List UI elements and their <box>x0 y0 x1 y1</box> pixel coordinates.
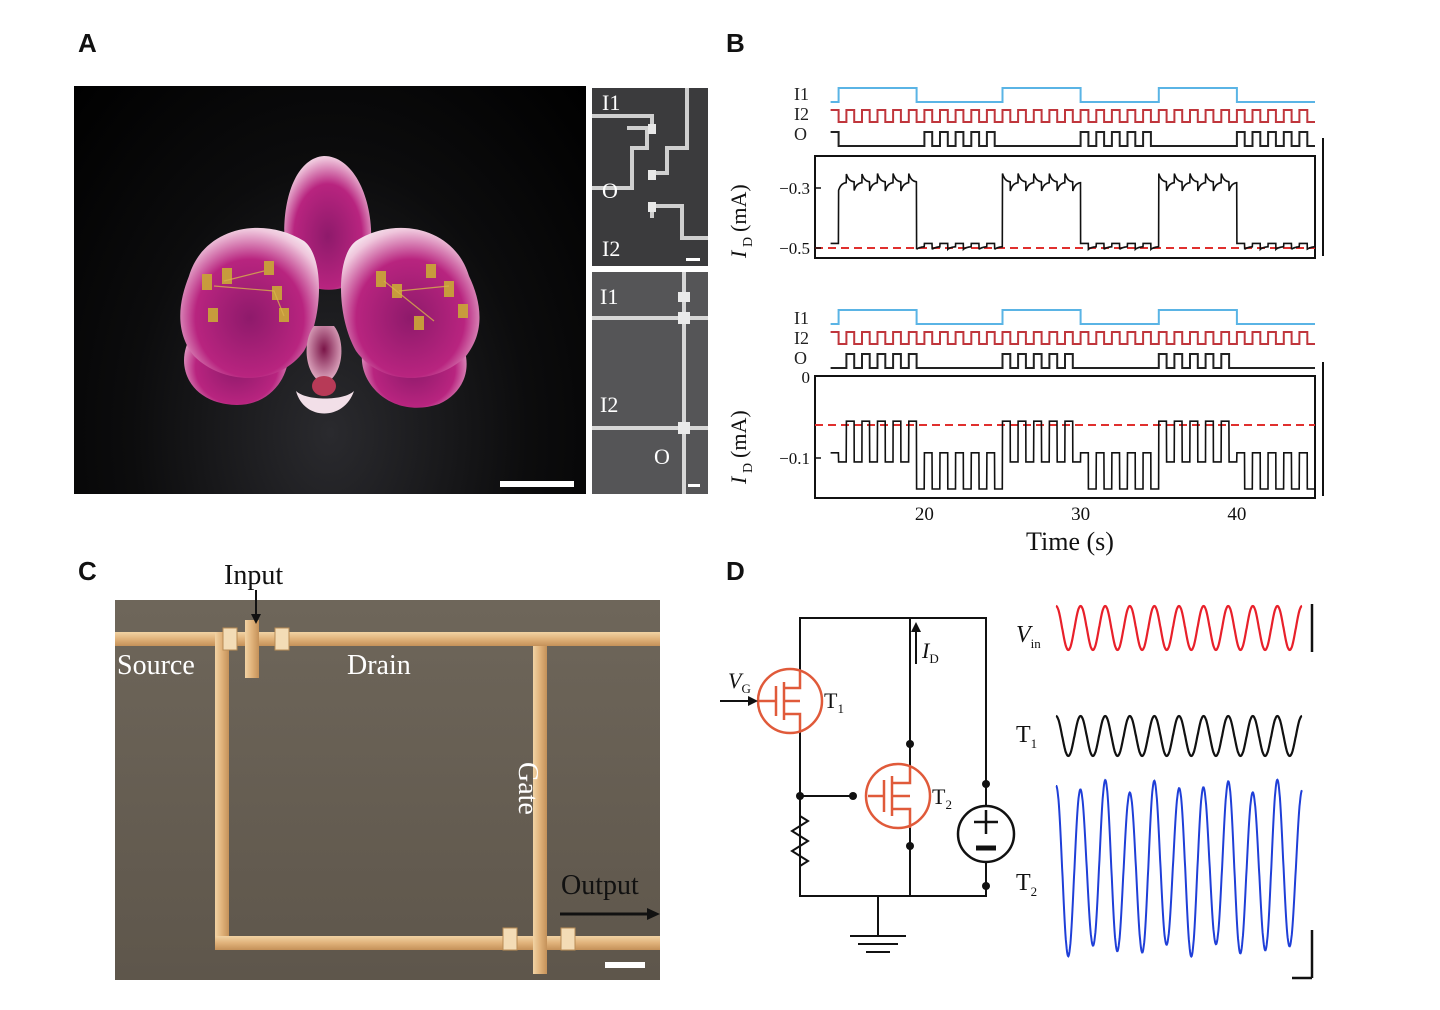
inset-top-label-o: O <box>602 178 618 203</box>
svg-text:(mA): (mA) <box>726 184 751 232</box>
scale-bar <box>686 258 700 261</box>
trace-label-i1-bottom: I1 <box>794 308 809 328</box>
label-vg: VG <box>728 668 751 696</box>
trace-i1-bottom <box>830 309 1315 325</box>
id-trace-bottom <box>830 420 1315 490</box>
y-tick-bottom-1: 0 <box>802 368 811 387</box>
svg-text:D: D <box>741 463 756 473</box>
label-trace-t2: T2 <box>1016 870 1037 899</box>
circuit-schematic: VG T1 T2 ID <box>720 617 1016 953</box>
x-tick-40: 40 <box>1227 504 1246 525</box>
label-drain: Drain <box>347 650 411 681</box>
trace-label-o-top: O <box>794 124 807 144</box>
x-axis-label: Time (s) <box>1026 527 1114 556</box>
chart-top-group: I1 I2 O −0.3 −0.5 I D (mA) <box>726 84 1324 259</box>
inset-micrograph-bottom: I1 I2 O <box>592 272 708 494</box>
inset-bottom-label-o: O <box>654 444 670 469</box>
label-input: Input <box>224 560 284 591</box>
plot-frame-top <box>814 155 1316 259</box>
trace-o-bottom <box>830 353 1315 369</box>
id-trace-top <box>830 173 1316 252</box>
label-id: ID <box>921 638 939 666</box>
y-axis-label-top: I D (mA) <box>726 184 756 259</box>
panel-b-chart: I1 I2 O −0.3 −0.5 I D (mA) I1 I2 O 0 −0.… <box>726 84 1324 556</box>
svg-text:I: I <box>726 475 751 485</box>
input-arrow-icon <box>251 590 261 624</box>
waveform-t1 <box>1055 714 1303 758</box>
x-axis-ticks: 20 30 40 <box>915 504 1247 525</box>
trace-label-o-bottom: O <box>794 348 807 368</box>
inset-top-label-i1: I1 <box>602 90 621 115</box>
device-micrograph: Source Drain Gate Output <box>115 600 660 980</box>
svg-text:(mA): (mA) <box>726 410 751 458</box>
label-output: Output <box>561 870 639 901</box>
trace-label-i2-top: I2 <box>794 104 809 124</box>
trace-i2-bottom <box>830 331 1315 345</box>
y-axis-label-bottom: I D (mA) <box>726 410 756 485</box>
inset-top-label-i2: I2 <box>602 236 621 261</box>
waveform-vin <box>1055 604 1303 652</box>
device-electrodes <box>115 620 660 974</box>
inset-micrograph-top: I1 O I2 <box>592 88 708 266</box>
trace-label-i1-top: I1 <box>794 84 809 104</box>
scale-bar <box>605 962 645 968</box>
x-tick-30: 30 <box>1071 504 1090 525</box>
y-tick-bottom-2: −0.1 <box>779 449 810 468</box>
plot-frame-bottom <box>814 375 1316 499</box>
panel-letter-b: B <box>726 28 745 58</box>
label-t1: T1 <box>824 688 844 716</box>
label-t2: T2 <box>932 784 952 812</box>
scale-bar <box>500 481 574 487</box>
label-gate: Gate <box>512 762 543 815</box>
trace-i1-top <box>830 87 1315 103</box>
x-tick-20: 20 <box>915 504 934 525</box>
waveform-t2 <box>1055 778 1303 958</box>
transistor-t2-icon <box>864 762 932 830</box>
inset-bottom-lines <box>592 272 708 494</box>
y-tick-top-2: −0.5 <box>779 239 810 258</box>
label-trace-t1: T1 <box>1016 722 1037 751</box>
inset-top-lines <box>592 88 708 240</box>
inset-bottom-label-i2: I2 <box>600 392 619 417</box>
label-vin: Vin <box>1016 622 1041 651</box>
panel-letter-a: A <box>78 28 97 58</box>
trace-o-top <box>830 131 1315 147</box>
panel-letter-d: D <box>726 556 745 586</box>
inset-bottom-label-i1: I1 <box>600 284 619 309</box>
id-arrow-icon <box>911 622 921 632</box>
scale-bar <box>688 484 700 487</box>
panel-letter-c: C <box>78 556 97 586</box>
svg-text:I: I <box>726 249 751 259</box>
orchid-photo <box>74 86 586 494</box>
svg-text:D: D <box>741 237 756 247</box>
voltage-source-icon <box>956 804 1016 864</box>
orchid-illustration <box>180 156 480 414</box>
transistor-t1-icon <box>756 667 824 735</box>
waveform-panel: Vin T1 T2 <box>1016 604 1314 980</box>
y-tick-top-1: −0.3 <box>779 179 810 198</box>
trace-label-i2-bottom: I2 <box>794 328 809 348</box>
label-source: Source <box>117 650 195 681</box>
trace-i2-top <box>830 109 1315 123</box>
chart-bottom-group: I1 I2 O 0 −0.1 I D (mA) 20 30 40 Time (s… <box>726 308 1324 556</box>
